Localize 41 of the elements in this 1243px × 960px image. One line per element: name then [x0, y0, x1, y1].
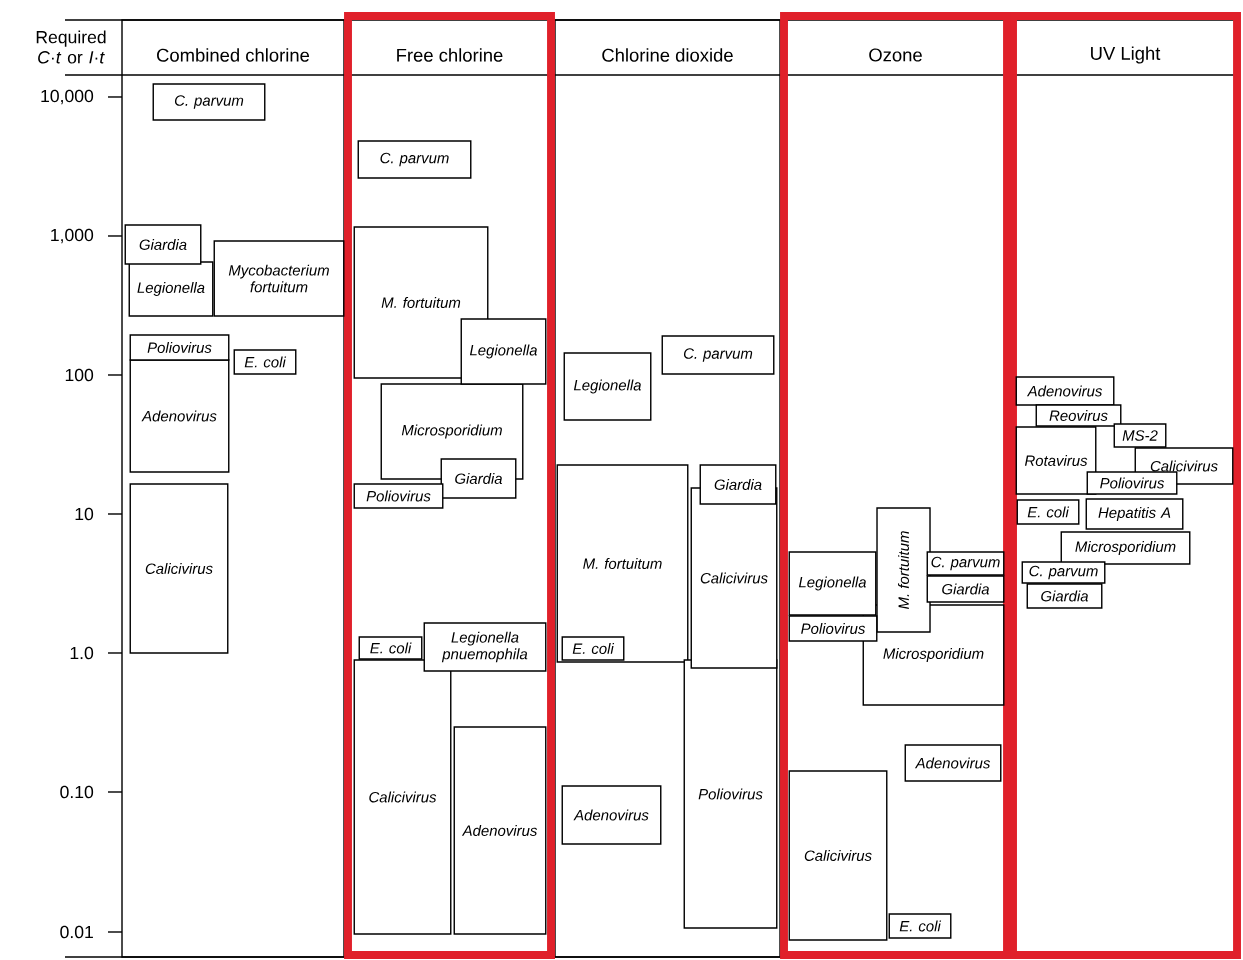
organism-box: C. parvum [661, 335, 775, 375]
organism-box: Legionella [563, 352, 652, 421]
tick-label: 10,000 [41, 89, 94, 105]
organism-box: Calicivirus [788, 770, 888, 941]
organism-box: C. parvum [1021, 561, 1106, 584]
organism-box: Giardia [699, 464, 777, 505]
organism-box: Adenovirus [453, 726, 547, 935]
organism-box: Legionella [128, 261, 214, 317]
organism-box: E. coli [233, 349, 297, 375]
tick-label: 0.01 [60, 925, 93, 939]
organism-box: Calicivirus [129, 483, 229, 654]
organism-box: Adenovirus [561, 785, 662, 845]
organism-box: C. parvum [926, 551, 1005, 576]
organism-box: E. coli [888, 913, 952, 939]
tick-label: 10 [75, 507, 94, 521]
tick-label: 1.0 [70, 646, 94, 660]
organism-box: Legionella [460, 318, 547, 385]
organism-box: MS-2 [1113, 423, 1167, 448]
organism-box: E. coli [358, 636, 423, 660]
organism-box: Poliovirus [788, 615, 878, 642]
organism-box: Reovirus [1035, 404, 1122, 427]
organism-box: C. parvum [152, 83, 266, 121]
axis-title: Required C·t or I·t [36, 30, 106, 64]
organism-box: E. coli [1016, 499, 1080, 525]
organism-box: E. coli [561, 636, 625, 661]
organism-box: Poliovirus [129, 334, 230, 361]
organism-box: Adenovirus [904, 744, 1002, 782]
organism-box: Poliovirus [683, 659, 778, 929]
organism-box: Poliovirus [1086, 471, 1178, 495]
organism-box: Giardia [1026, 583, 1103, 609]
organism-box: C. parvum [357, 140, 472, 179]
organism-box: Adenovirus [1015, 376, 1115, 406]
organism-box: Poliovirus [353, 483, 444, 509]
organism-box: Giardia [926, 575, 1005, 603]
organism-box: Giardia [124, 224, 202, 265]
organism-box: Hepatitis A [1085, 498, 1184, 530]
tick-label: 1,000 [51, 228, 94, 244]
organism-box: Legionella pnuemophila [423, 622, 547, 672]
tick-label: 100 [65, 368, 94, 382]
tick-label: 0.10 [60, 785, 94, 799]
organism-box: Giardia [440, 458, 517, 499]
